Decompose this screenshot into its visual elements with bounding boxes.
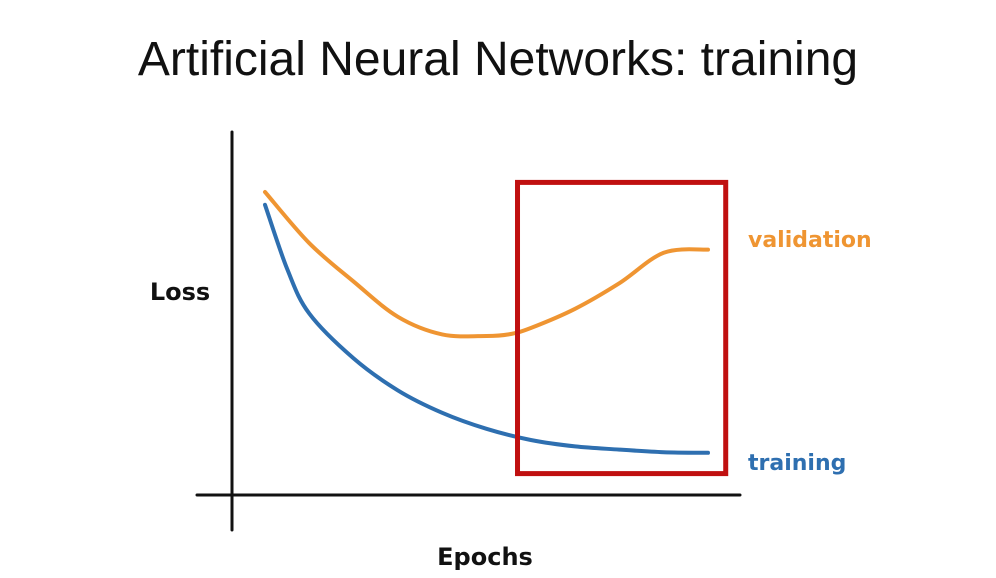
legend-training-label: training [748,451,846,476]
x-axis-label: Epochs [437,543,533,571]
page-title: Artificial Neural Networks: training [137,33,859,86]
validation-series-line [263,190,710,339]
y-axis-label: Loss [150,278,210,306]
training-series-line [263,202,710,455]
overfitting-highlight-box [515,179,729,477]
legend-validation-label: validation [748,228,872,253]
